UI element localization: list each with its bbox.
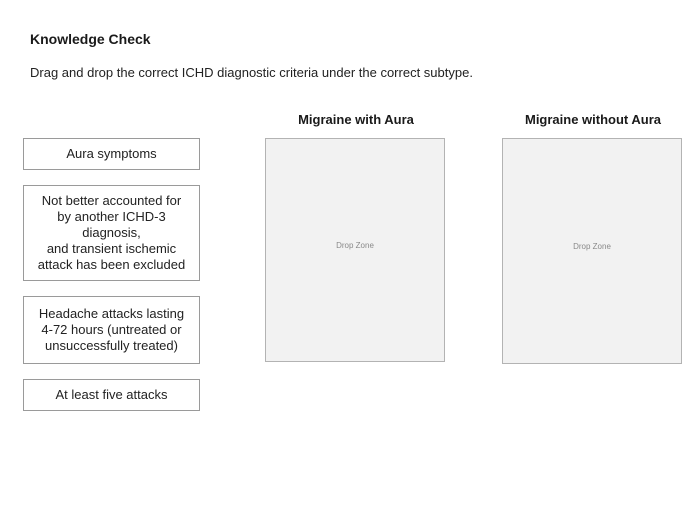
drag-item-aura-symptoms[interactable]: Aura symptoms — [23, 138, 200, 170]
drag-item-label: At least five attacks — [55, 387, 168, 402]
column-header-without-aura: Migraine without Aura — [524, 112, 662, 127]
drag-item-label: Aura symptoms — [66, 146, 157, 161]
instructions-text: Drag and drop the correct ICHD diagnosti… — [30, 65, 473, 80]
drop-zone-label: Drop Zone — [573, 241, 611, 251]
page-title: Knowledge Check — [30, 31, 151, 47]
drag-item-five-attacks[interactable]: At least five attacks — [23, 379, 200, 411]
drop-zone-with-aura[interactable]: Drop Zone — [265, 138, 445, 362]
drop-zone-label: Drop Zone — [336, 240, 374, 250]
drop-zone-without-aura[interactable]: Drop Zone — [502, 138, 682, 364]
column-header-with-aura: Migraine with Aura — [298, 112, 414, 127]
